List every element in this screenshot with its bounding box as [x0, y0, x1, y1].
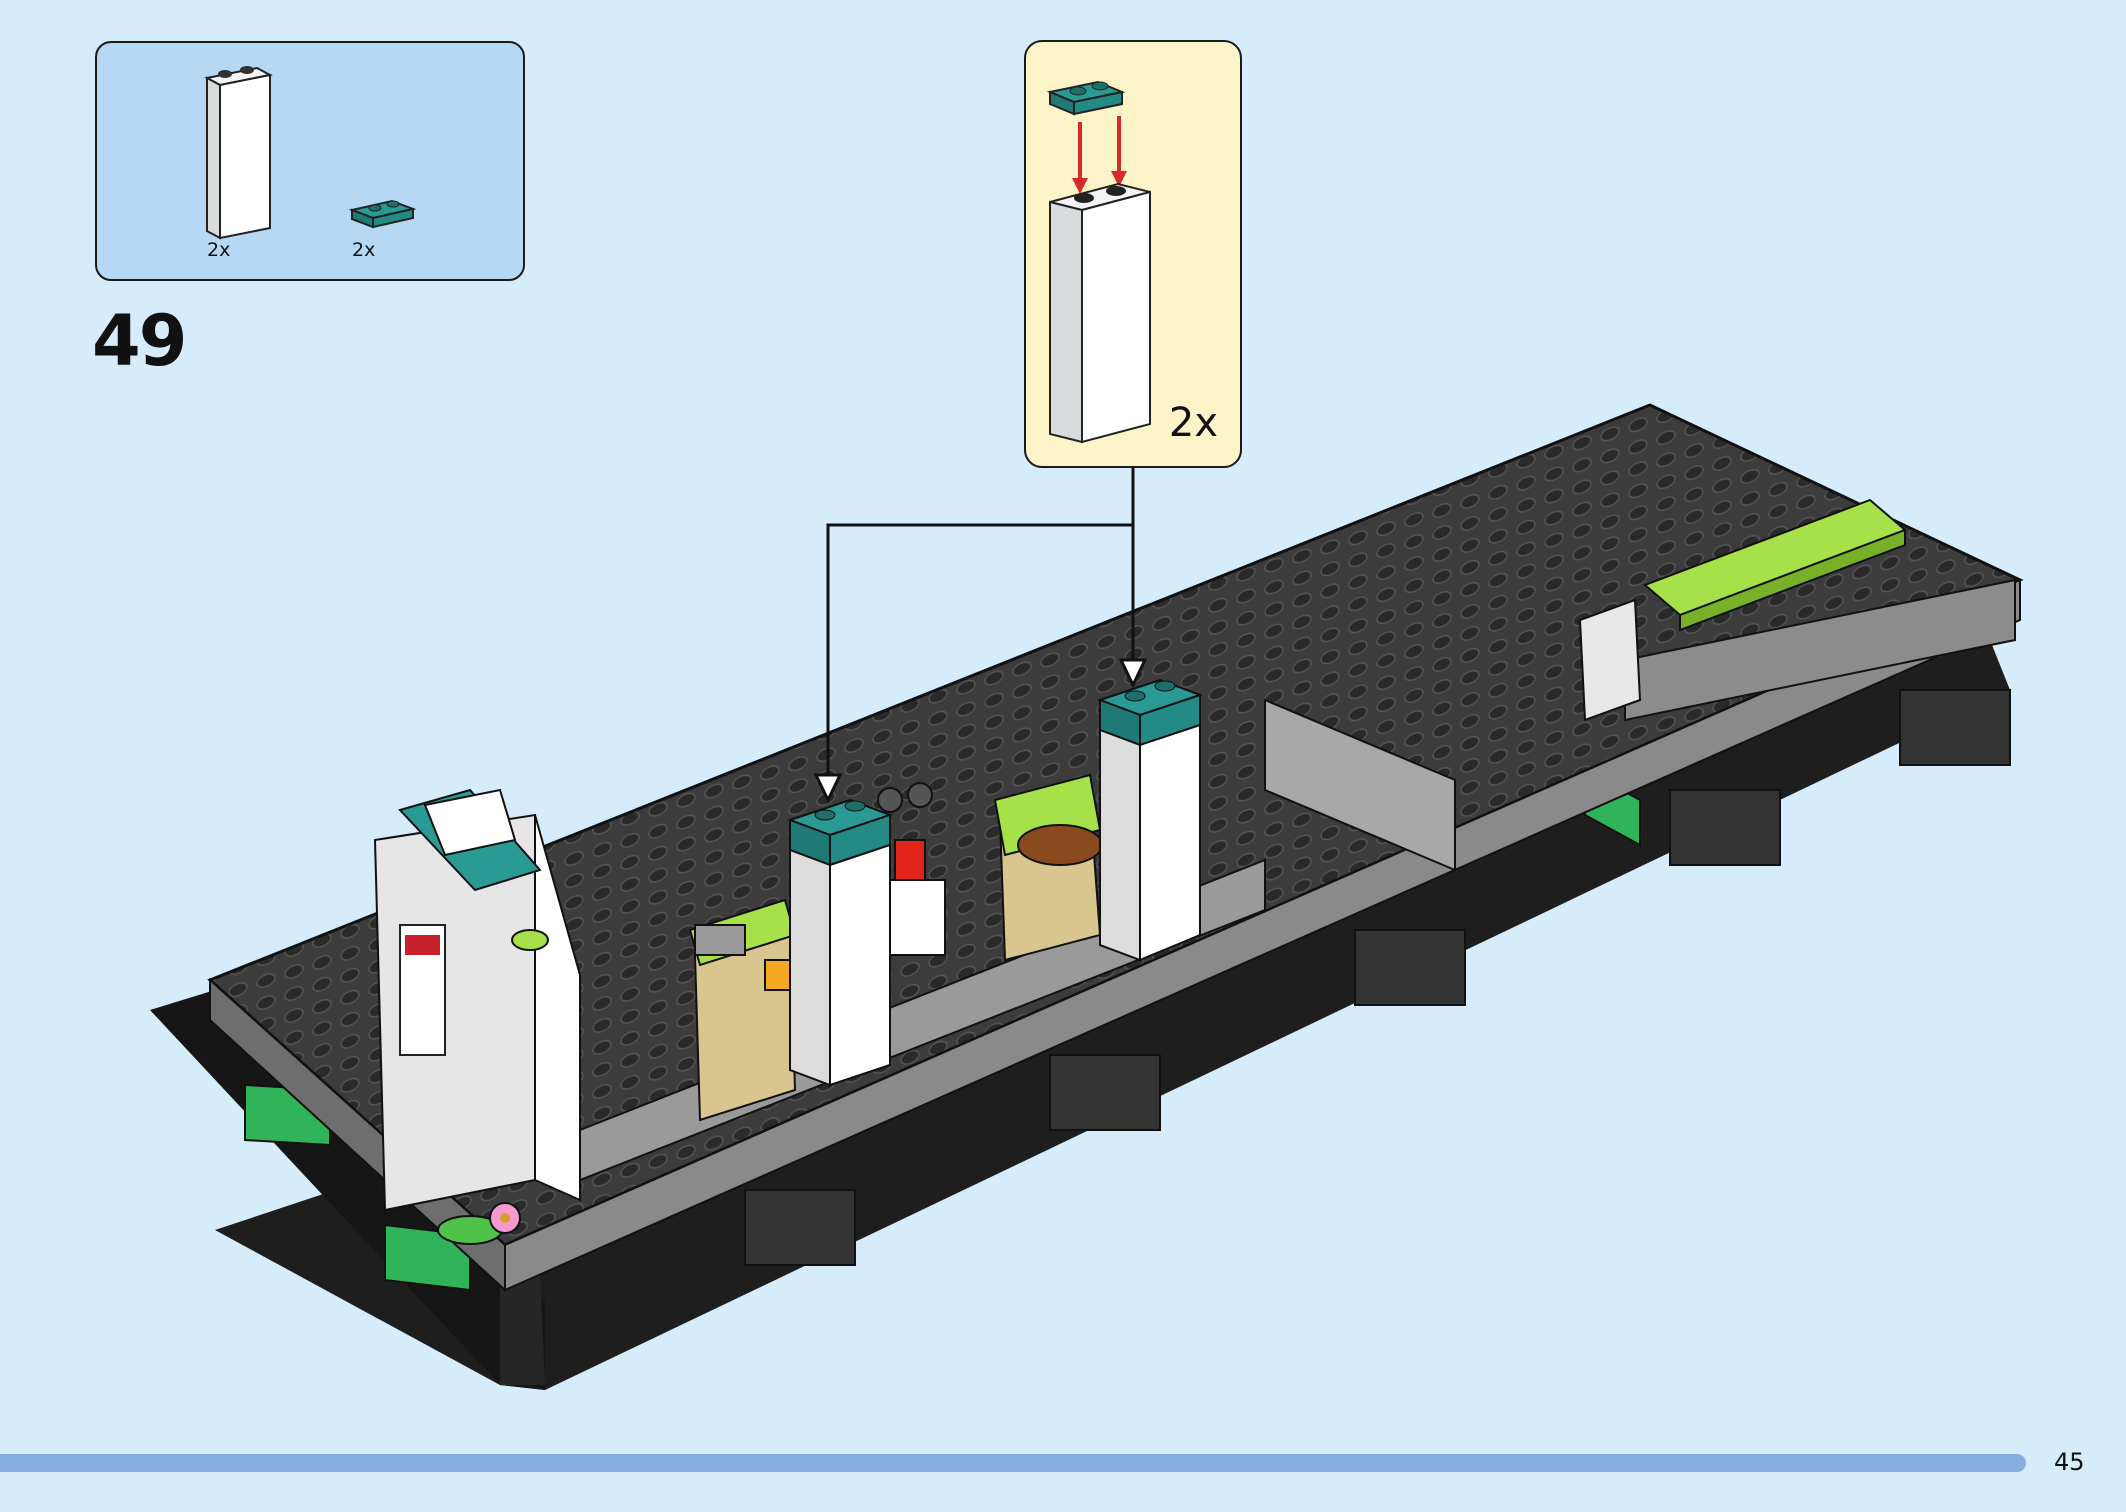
white-column-right [1097, 678, 1203, 962]
subassembly-illustration [1046, 80, 1151, 444]
white-brick-part [204, 66, 273, 240]
lime-plate [1643, 498, 1907, 632]
step-number: 49 [92, 300, 187, 382]
counter-with-register [688, 898, 797, 1122]
white-column-left [787, 798, 893, 1087]
red-arrow-icon [1072, 116, 1127, 194]
parts-list-illustration [204, 66, 417, 240]
callout-white-brick [1049, 182, 1151, 444]
white-cabinet [373, 788, 581, 1212]
subassembly-callout: 2x [1024, 40, 1242, 468]
part-quantity-brick: 2x [207, 239, 231, 261]
teal-plate-part [348, 199, 417, 229]
page-number: 45 [2054, 1448, 2085, 1476]
page-progress-bar [0, 1454, 2026, 1472]
callout-quantity: 2x [1168, 400, 1218, 446]
red-machine [877, 782, 946, 956]
bread-display [993, 773, 1103, 962]
placement-arrows [813, 468, 1148, 804]
part-quantity-plate: 2x [352, 239, 376, 261]
parts-list-box: 2x 2x [95, 41, 525, 281]
callout-teal-plate [1046, 80, 1126, 116]
model-illustration [150, 403, 2024, 1390]
flower-icon [437, 1202, 521, 1245]
